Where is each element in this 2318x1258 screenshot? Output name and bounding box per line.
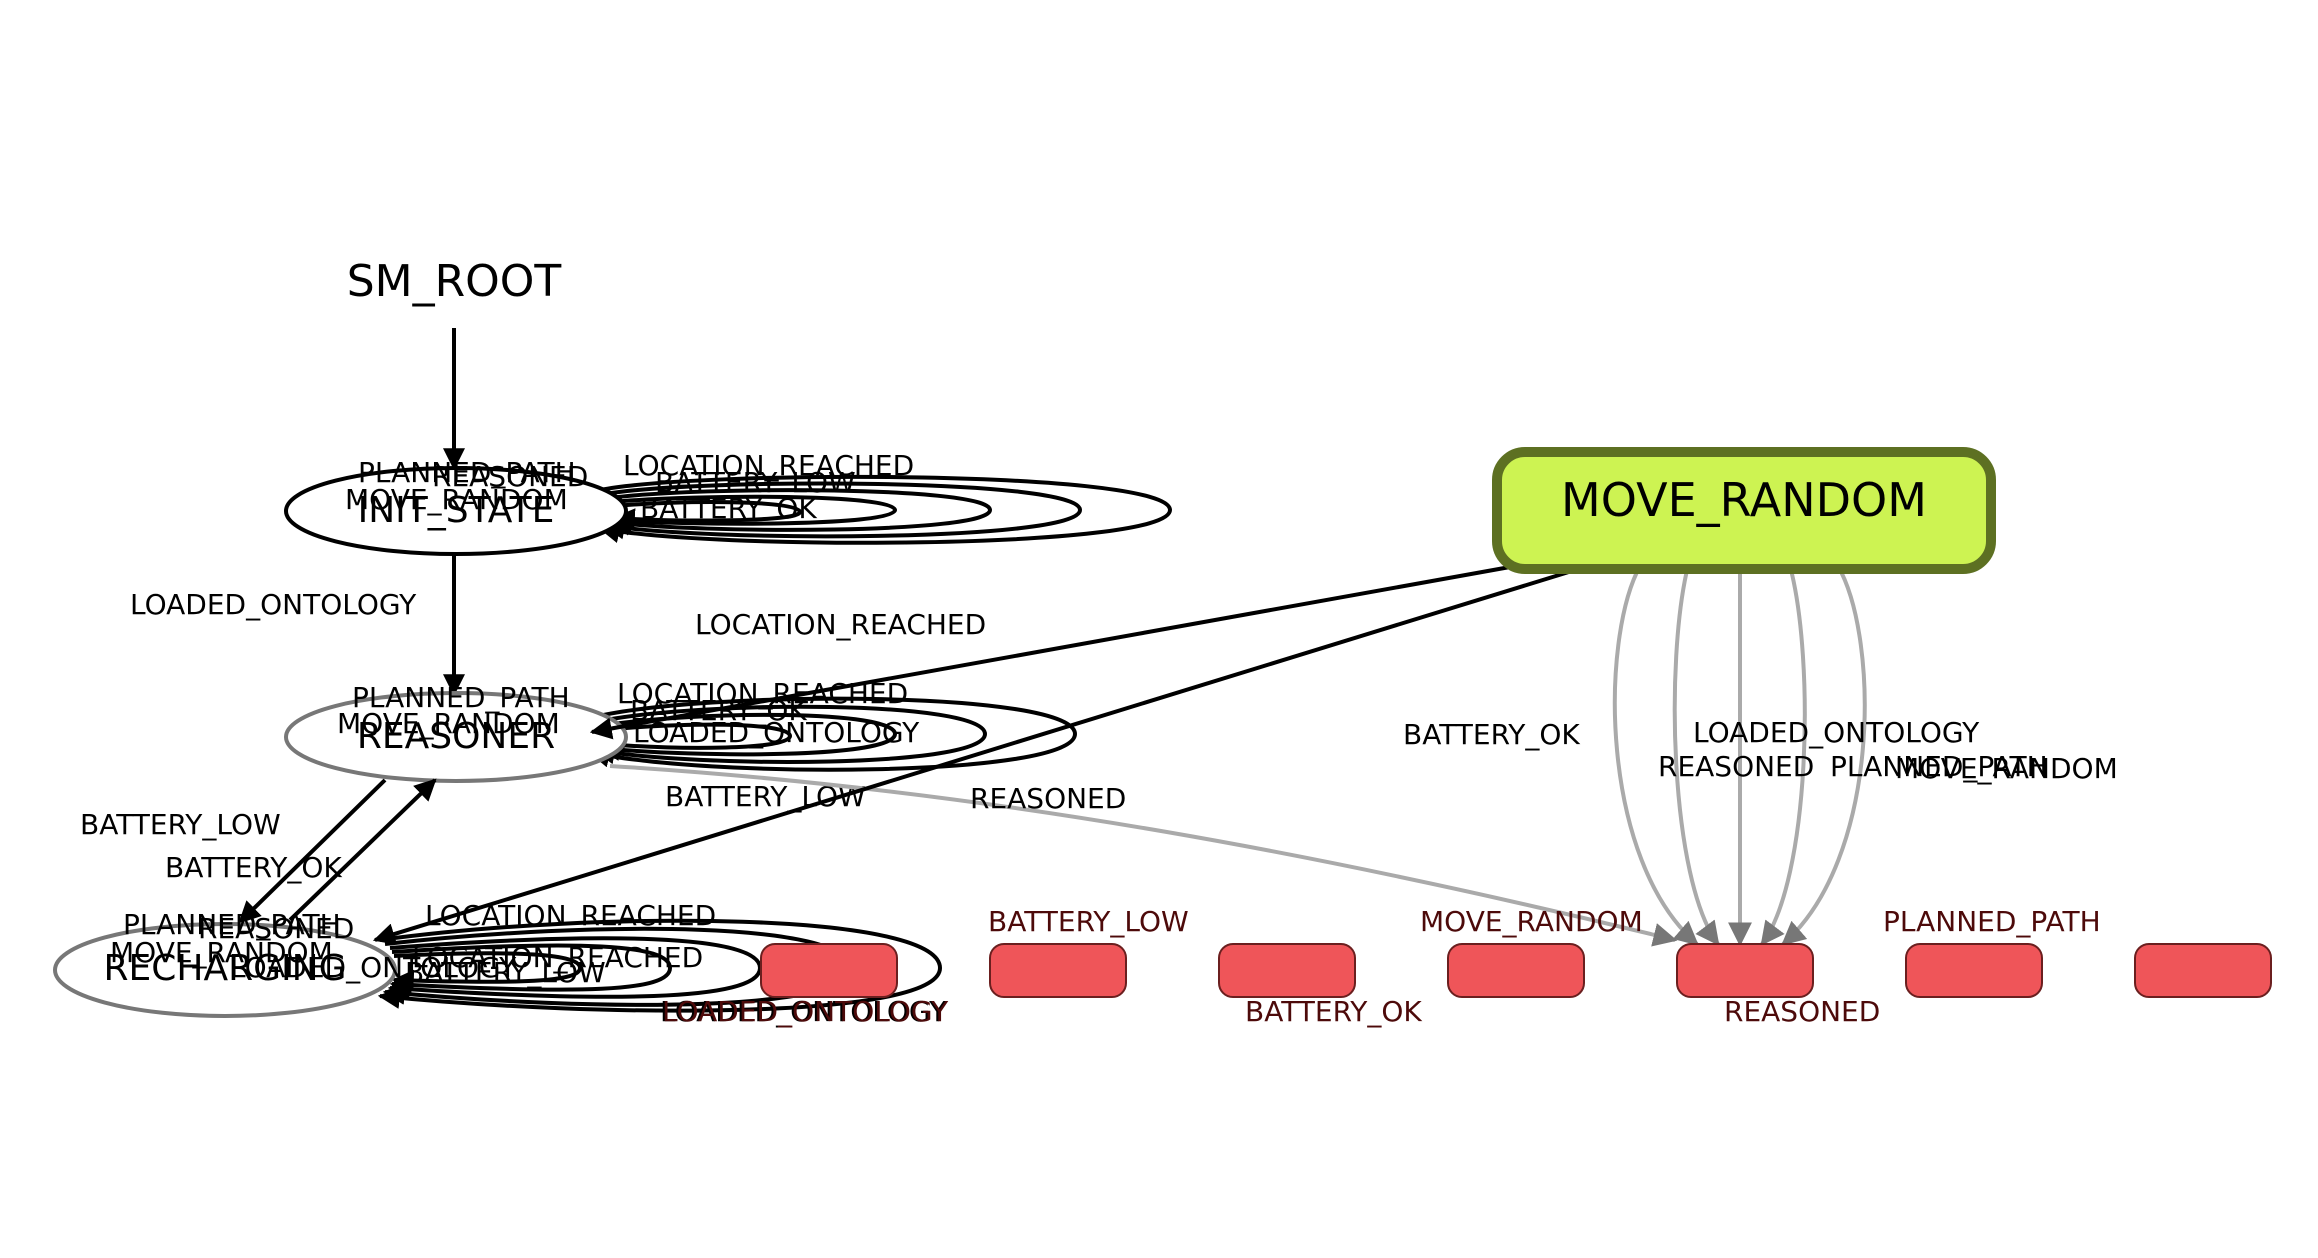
recharging-loop-label-reasoned: REASONED bbox=[198, 912, 354, 945]
move-random-edge-label-battery-ok: BATTERY_OK bbox=[1403, 718, 1580, 751]
edge-reasoner-to-recharging bbox=[238, 778, 387, 924]
outcome-label-planned-path: PLANNED_PATH bbox=[1883, 905, 2101, 938]
move-random-active-label: MOVE_RANDOM bbox=[1561, 473, 1927, 527]
outcome-box[interactable] bbox=[1447, 943, 1585, 998]
recharging-state-node[interactable] bbox=[53, 922, 397, 1018]
init-loop-label-location-reached: LOCATION_REACHED bbox=[623, 449, 914, 482]
reasoner-loop-label-loaded-ontology: LOADED_ONTOLOGY bbox=[633, 716, 920, 749]
edge-move-random-to-reasoner bbox=[589, 565, 1511, 740]
edge-label-location-reached: LOCATION_REACHED bbox=[695, 608, 986, 641]
recharging-loop-label-loaded-ontology-inner: LOADED_ONTOLOGY bbox=[230, 951, 517, 984]
outcome-label-battery-ok: BATTERY_OK bbox=[1245, 995, 1422, 1028]
edge-move-random-to-recharging bbox=[372, 565, 1586, 945]
recharging-loop-label-loaded-ontology-outer: LOADED_ONTOLOGY bbox=[660, 995, 947, 1028]
outcome-box[interactable] bbox=[989, 943, 1127, 998]
edge-reasoner-to-outcome-reasoned bbox=[609, 764, 1678, 947]
outcome-box[interactable] bbox=[2134, 943, 2272, 998]
recharging-state-label: RECHARGING bbox=[104, 948, 347, 989]
move-random-edge-label-reasoned: REASONED bbox=[1658, 750, 1814, 783]
move-random-edge-label-loaded-ontology: LOADED_ONTOLOGY bbox=[1693, 716, 1980, 749]
init-loop-label-planned-path: PLANNED_PATH bbox=[358, 456, 576, 489]
init-loop-label-move-random: MOVE_RANDOM bbox=[345, 483, 568, 516]
init-self-loops bbox=[597, 474, 1173, 545]
reasoner-loop-label-move-random: MOVE_RANDOM bbox=[337, 707, 560, 740]
outcome-box[interactable] bbox=[1905, 943, 2043, 998]
reasoner-loop-label-planned-path: PLANNED_PATH bbox=[352, 681, 570, 714]
edge-label-battery-low: BATTERY_LOW bbox=[80, 808, 281, 841]
outcome-label-reasoned: REASONED bbox=[1724, 995, 1880, 1028]
init-state-node[interactable] bbox=[284, 466, 628, 556]
edge-label-reasoned: REASONED bbox=[970, 782, 1126, 815]
recharging-loop-label-planned-path: PLANNED_PATH bbox=[123, 908, 341, 941]
reasoner-state-node[interactable] bbox=[284, 691, 628, 783]
outcome-label-loaded-ontology: LOADED_ONTOLOGY bbox=[662, 995, 949, 1028]
root-title: SM_ROOT bbox=[347, 256, 562, 307]
recharging-loop-label-location-reached-inner: LOCATION_REACHED bbox=[412, 941, 703, 974]
move-random-edge-label-move-random: MOVE_RANDOM bbox=[1895, 752, 2118, 785]
move-random-edge-label-planned-path: PLANNED_PATH bbox=[1830, 750, 2048, 783]
edge-label-battery-ok: BATTERY_OK bbox=[165, 851, 342, 884]
edge-recharging-to-reasoner bbox=[288, 778, 437, 922]
move-random-active-node[interactable] bbox=[1492, 447, 1996, 574]
reasoner-state-label: REASONER bbox=[357, 716, 555, 757]
outcome-box[interactable] bbox=[1218, 943, 1356, 998]
recharging-loop-label-battery-low: BATTERY_LOW bbox=[405, 956, 606, 989]
init-loop-label-battery-low: BATTERY_LOW bbox=[655, 466, 856, 499]
outcome-label-move-random: MOVE_RANDOM bbox=[1420, 905, 1643, 938]
move-random-outcome-edges bbox=[1612, 565, 1867, 947]
edge-label-loaded-ontology: LOADED_ONTOLOGY bbox=[130, 588, 417, 621]
init-loop-label-battery-ok: BATTERY_OK bbox=[640, 492, 817, 525]
outcome-box[interactable] bbox=[1676, 943, 1814, 998]
recharging-loop-label-location-reached-outer: LOCATION_REACHED bbox=[425, 899, 716, 932]
outcome-box[interactable] bbox=[760, 943, 898, 998]
init-loop-label-reasoned: REASONED bbox=[432, 460, 588, 493]
init-state-label: INIT_STATE bbox=[358, 490, 555, 531]
outcome-row bbox=[760, 943, 2272, 998]
outcome-label-battery-low: BATTERY_LOW bbox=[988, 905, 1189, 938]
recharging-loop-label-move-random: MOVE_RANDOM bbox=[110, 936, 333, 969]
